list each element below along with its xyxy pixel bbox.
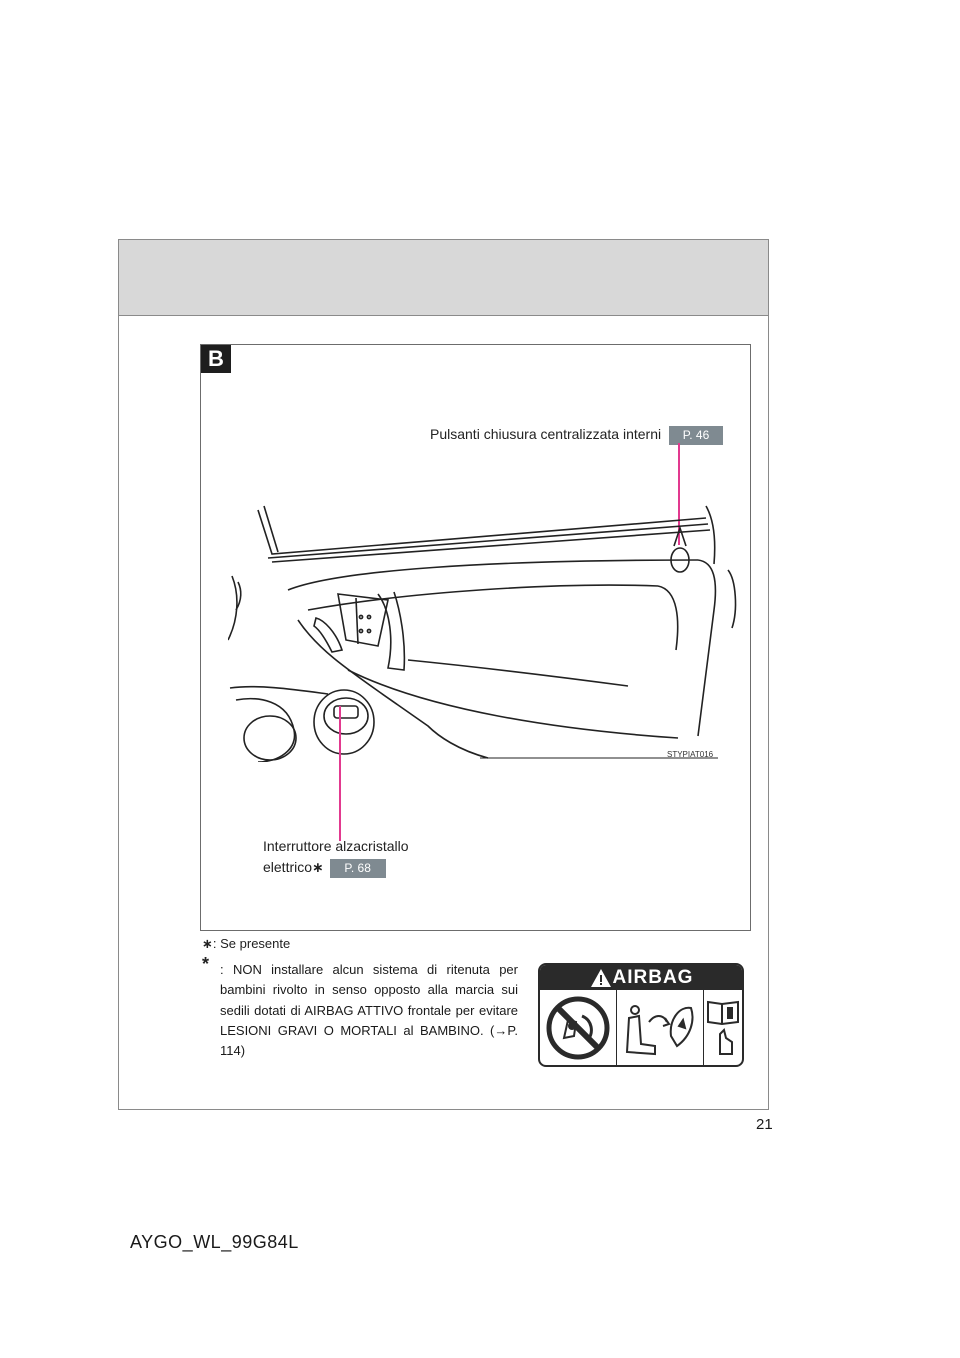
- section-badge: B: [201, 345, 231, 373]
- airbag-label-header: AIRBAG: [540, 965, 742, 990]
- airbag-deploy-icon: [617, 990, 704, 1065]
- warning-footnote-text: : NON installare alcun sistema di ritenu…: [220, 962, 518, 1059]
- lock-buttons-page-link[interactable]: P. 46: [669, 426, 724, 445]
- window-switch-label-line1: Interruttore alzacristallo: [263, 838, 409, 854]
- window-switch-leader: [339, 706, 341, 841]
- window-switch-page-link[interactable]: P. 68: [329, 859, 386, 878]
- illustration-code: STYPIAT016: [667, 750, 714, 759]
- warning-mark: *: [202, 954, 209, 975]
- page-header-band: [119, 240, 768, 316]
- window-switch-label-line2: elettrico: [263, 859, 313, 876]
- read-manual-icon: [704, 990, 742, 1065]
- warning-triangle-icon: [591, 969, 611, 987]
- presence-footnote-text: : Se presente: [212, 936, 291, 951]
- airbag-label-title: AIRBAG: [612, 967, 694, 988]
- lock-buttons-leader: [678, 443, 680, 545]
- page-frame: [118, 239, 769, 1110]
- warning-footnote-mark: *: [202, 954, 210, 974]
- window-switch-callout: Interruttore alzacristallo elettrico∗ P.…: [263, 838, 409, 878]
- window-switch-asterisk: ∗: [312, 859, 324, 876]
- lock-buttons-callout: Pulsanti chiusura centralizzata interni …: [430, 426, 724, 445]
- presence-footnote-mark: ∗: [202, 936, 213, 951]
- no-rear-facing-child-seat-icon: [540, 990, 617, 1065]
- door-panel-illustration: [228, 505, 737, 762]
- airbag-warning-label: AIRBAG: [538, 963, 744, 1067]
- document-code: AYGO_WL_99G84L: [130, 1232, 299, 1252]
- lock-buttons-label: Pulsanti chiusura centralizzata interni: [430, 426, 662, 443]
- page-number: 21: [756, 1116, 773, 1133]
- presence-footnote: ∗: Se presente: [202, 934, 290, 955]
- figure-box: B: [200, 344, 751, 931]
